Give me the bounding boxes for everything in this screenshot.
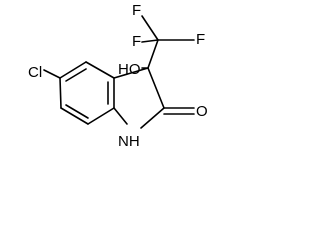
bond-cf3-f-left [141,39,159,43]
atom-label-f-top: F [132,2,141,19]
atom-label-amine: NH [118,133,140,150]
bond-c4-c5 [59,61,87,79]
structure-canvas: F F F HO Cl O NH [0,0,227,169]
bond-c3a-c4 [85,61,115,79]
bond-c2-n1 [140,107,165,129]
molecule-drawing: F F F HO Cl O NH [28,2,208,150]
double-bond-c4-c5-inner [65,68,87,82]
atom-label-f-left: F [132,33,141,50]
bond-c3a-c3 [113,67,149,79]
double-bond-c6-c7-inner [65,104,89,119]
bond-cf3-f-top [141,15,159,41]
bond-c5-c6 [59,77,62,109]
atom-label-hydroxyl: HO [118,61,141,78]
bond-n1-c7a [113,107,128,125]
bond-c5-cl [43,69,61,79]
bond-c3-c2 [147,67,165,109]
bond-c7-c7a [87,107,115,125]
atom-label-chlorine: Cl [28,64,42,81]
bond-c3-cf3 [147,39,159,69]
bond-c6-c7 [60,107,89,125]
atom-label-carbonyl-oxygen: O [196,103,208,120]
atom-label-f-right: F [196,31,205,48]
